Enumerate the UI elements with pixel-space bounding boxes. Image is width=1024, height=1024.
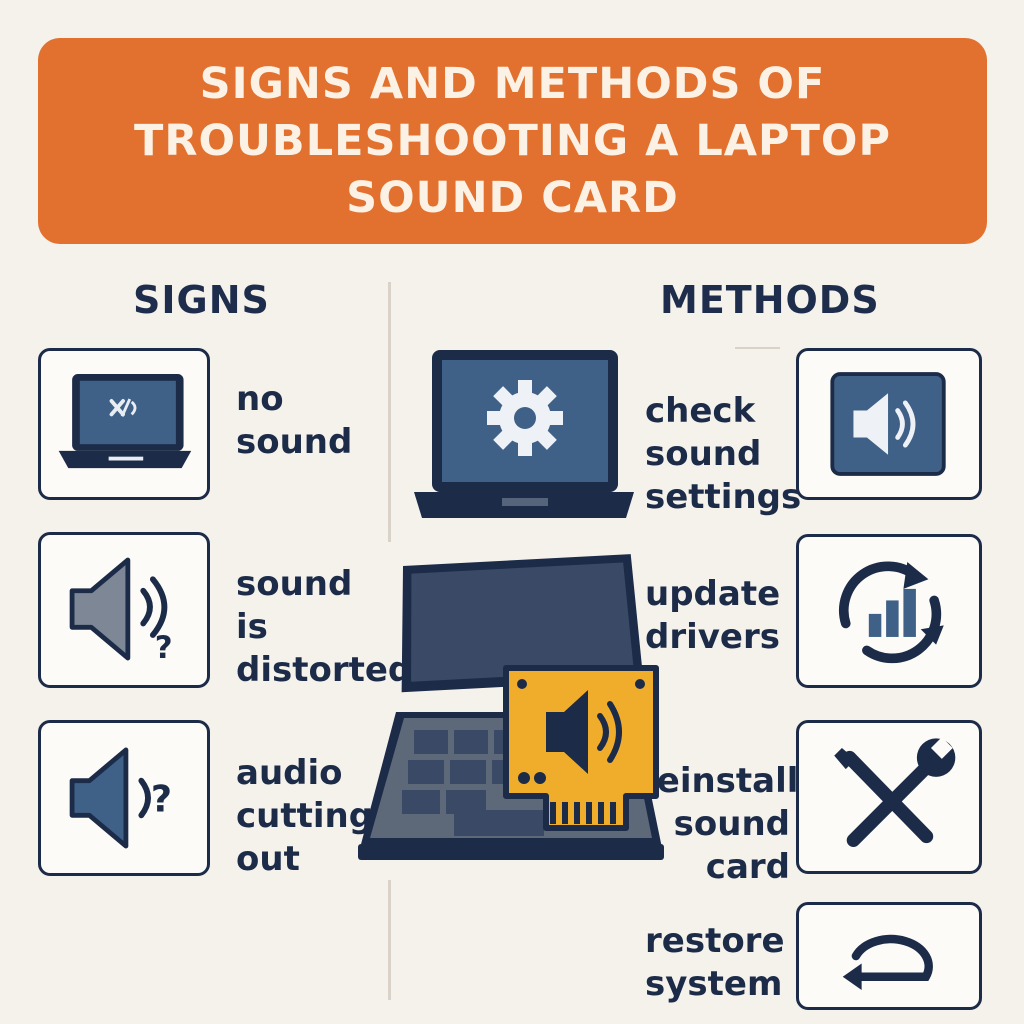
sign-label-audio-cutting: audio cutting out — [236, 753, 374, 879]
method-card-reinstall — [796, 720, 982, 874]
restore-arrow-icon — [842, 934, 933, 990]
signs-heading: SIGNS — [133, 278, 270, 322]
sign-card-distorted: ? — [38, 532, 210, 688]
center-divider-bottom — [388, 880, 391, 1000]
speaker-question-icon: ? — [69, 557, 173, 666]
sign-label-distorted: sound is distorted — [236, 564, 413, 690]
laptop-sound-card-illustration — [358, 554, 664, 860]
center-divider-top — [388, 282, 391, 542]
speaker-icon — [830, 372, 946, 476]
method-card-restore — [796, 902, 982, 1010]
sign-card-no-sound — [38, 348, 210, 500]
method-label-update-drivers: update drivers — [645, 574, 781, 657]
svg-text:?: ? — [151, 777, 172, 820]
svg-text:?: ? — [155, 630, 173, 666]
method-label-check-settings: check sound settings — [645, 391, 802, 517]
title-banner: SIGNS AND METHODS OF TROUBLESHOOTING A L… — [38, 38, 987, 244]
laptop-settings-icon — [414, 350, 634, 518]
method-label-reinstall: reinstall sound card — [640, 761, 799, 887]
methods-heading: METHODS — [660, 278, 880, 322]
sign-label-no-sound: no sound — [236, 379, 353, 462]
method-label-restore: restore system — [645, 921, 785, 1004]
sound-card-icon — [503, 665, 659, 831]
refresh-arrows-icon — [839, 561, 944, 664]
page-title: SIGNS AND METHODS OF TROUBLESHOOTING A L… — [134, 58, 891, 223]
laptop-muted-icon — [58, 374, 192, 469]
tools-icon — [834, 737, 956, 847]
method-card-check-settings — [796, 348, 982, 500]
methods-underline — [735, 347, 780, 349]
sign-card-audio-cutting: ? — [38, 720, 210, 876]
speaker-question-small-icon: ? — [69, 747, 172, 849]
method-card-update-drivers — [796, 534, 982, 688]
